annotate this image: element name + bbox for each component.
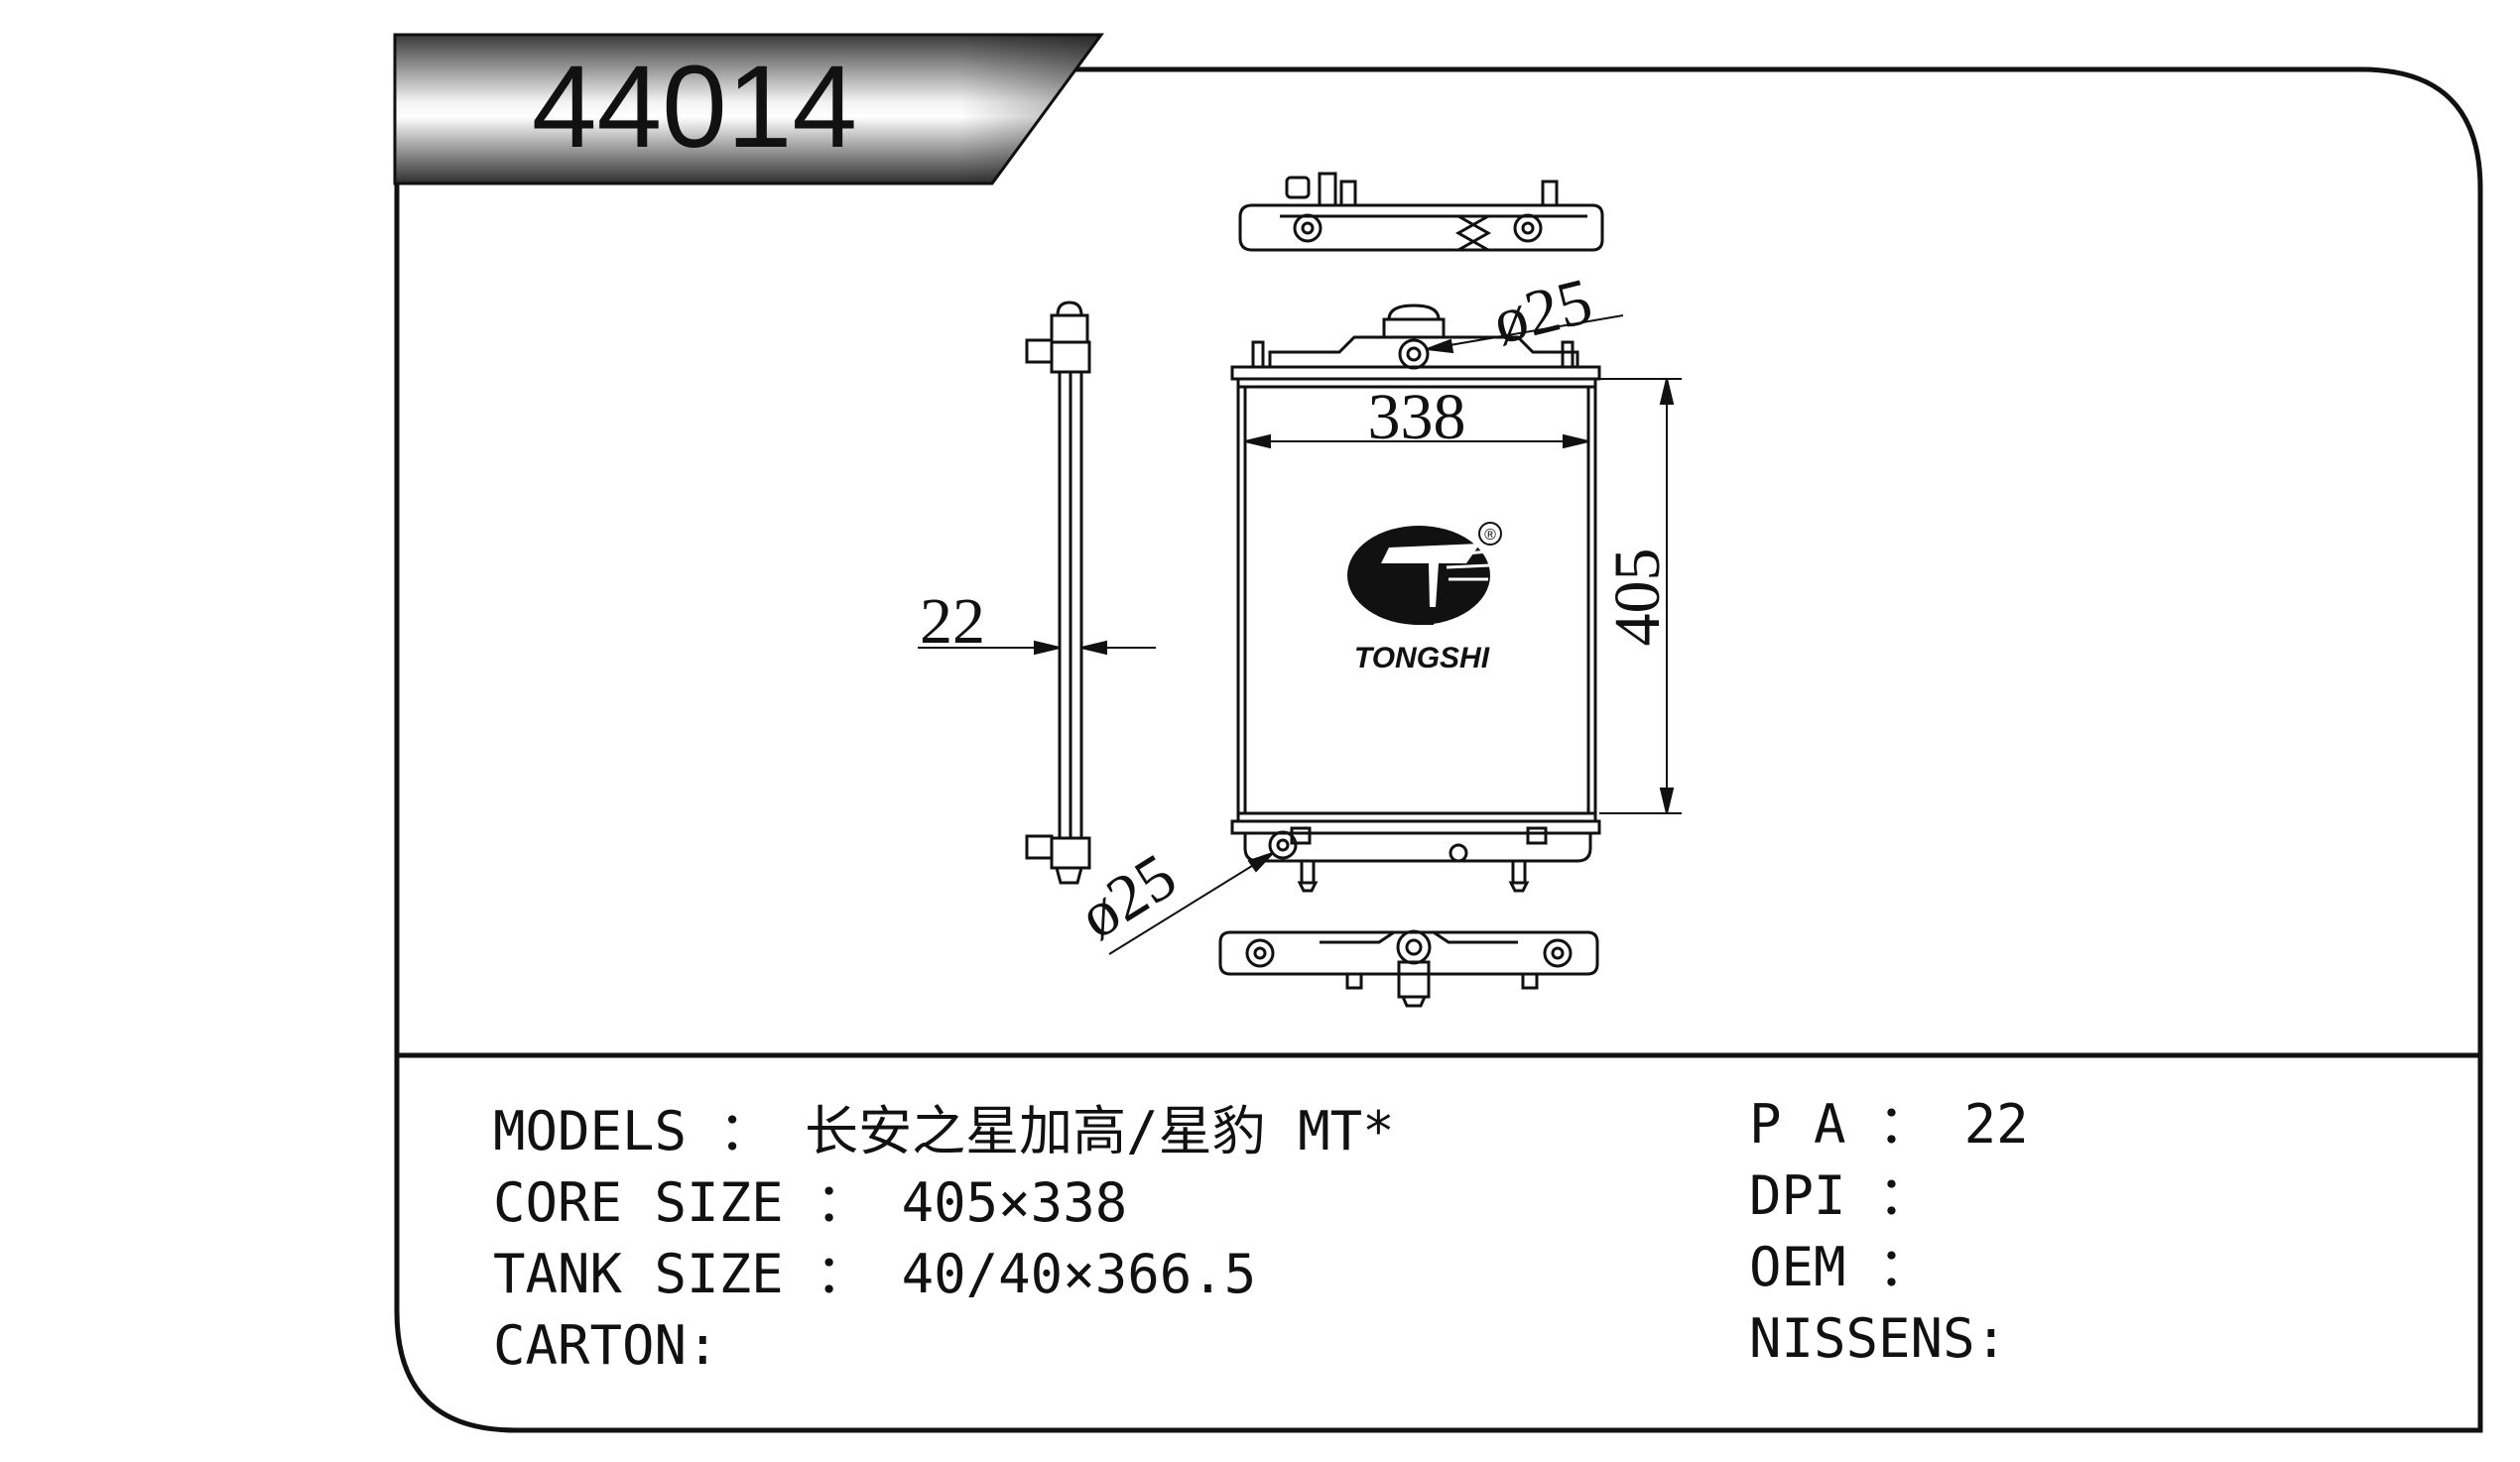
spec-row-core-size: CORE SIZE ： 405×338 [493, 1176, 1127, 1230]
inlet-label: ø25 [1486, 265, 1599, 359]
spec-value: 22 [1963, 1093, 2029, 1156]
spec-row-dpi: DPI ： [1749, 1169, 1932, 1223]
core-height-label: 405 [1601, 548, 1674, 647]
spec-value: 40/40×366.5 [901, 1243, 1257, 1305]
core-width-label: 338 [1368, 381, 1466, 453]
part-number: 44014 [532, 42, 857, 173]
spec-separator: ： [783, 1243, 902, 1305]
spec-label: MODELS [493, 1100, 688, 1162]
spec-separator: ： [783, 1171, 902, 1234]
spec-separator: : [1974, 1307, 2008, 1370]
spec-separator: ： [1845, 1093, 1964, 1156]
outlet-label: ø25 [1067, 840, 1189, 953]
brand-name: TONGSHI [1354, 642, 1490, 674]
bottom-tank-view [1218, 929, 1599, 1008]
spec-separator: : [687, 1314, 719, 1377]
front-view [1230, 304, 1601, 893]
brand-logo: ® TONGSHI [1347, 522, 1502, 674]
spec-separator: ： [1845, 1236, 1933, 1298]
radiator-drawing [918, 172, 1682, 1008]
part-number-tab: 44014 [393, 33, 1104, 185]
spec-row-pa: P A ： 22 [1749, 1098, 2029, 1152]
spec-separator: ： [1845, 1164, 1933, 1227]
spec-label: CORE SIZE [493, 1171, 784, 1234]
spec-label: TANK SIZE [493, 1243, 784, 1305]
registered-mark: ® [1484, 527, 1496, 544]
spec-label: P A [1749, 1093, 1846, 1156]
spec-label: CARTON [493, 1314, 688, 1377]
spec-row-tank-size: TANK SIZE ： 40/40×366.5 [493, 1248, 1256, 1301]
spec-value: 405×338 [901, 1171, 1128, 1234]
top-tank-view [1238, 172, 1604, 252]
dimension-lines [918, 314, 1682, 955]
thickness-label: 22 [920, 585, 985, 658]
spec-label: DPI [1749, 1164, 1846, 1227]
spec-separator: ： [687, 1100, 806, 1162]
spec-row-carton: CARTON: [493, 1319, 719, 1373]
spec-row-oem: OEM ： [1749, 1241, 1932, 1294]
spec-value: 长安之星加高/星豹 MT* [805, 1100, 1395, 1162]
spec-label: NISSENS [1749, 1307, 1975, 1370]
outer-frame [394, 66, 2483, 1433]
spec-label: OEM [1749, 1236, 1846, 1298]
side-view [1025, 301, 1091, 885]
spec-row-models: MODELS ： 长安之星加高/星豹 MT* [493, 1105, 1395, 1158]
spec-row-nissens: NISSENS: [1749, 1312, 2007, 1366]
